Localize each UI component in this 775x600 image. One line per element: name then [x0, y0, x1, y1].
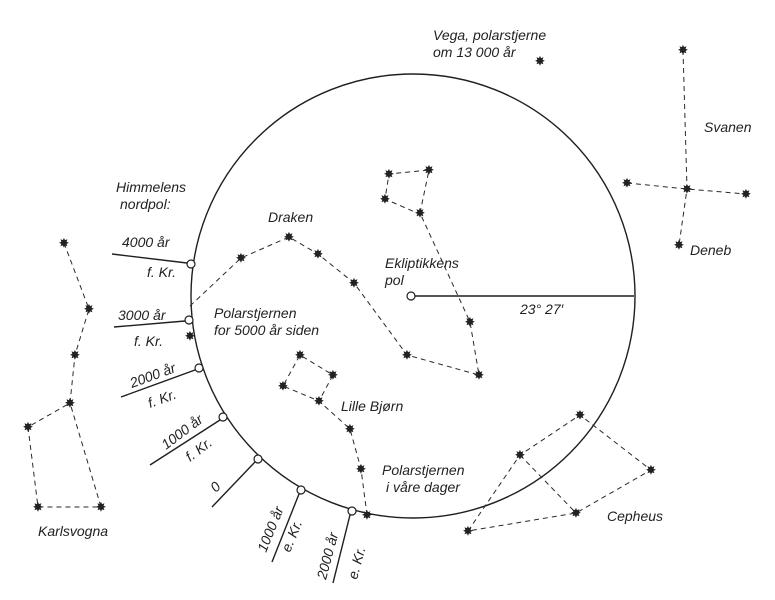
svanen-label: Svanen [704, 119, 752, 135]
polaris-past-label-2: for 5000 år siden [214, 322, 319, 338]
star-ursa-minor-4: ✸ [314, 394, 325, 409]
ursa-minor-lines [282, 354, 368, 516]
star-draco-10: ✸ [384, 167, 395, 182]
star-cepheus-5: ✸ [463, 524, 474, 539]
epoch-label-3000bc-2: f. Kr. [134, 333, 163, 349]
star-cepheus-4: ✸ [571, 506, 582, 521]
polaris-past-label: Polarstjernen [214, 305, 297, 321]
epoch-tick-1000ad [271, 493, 300, 563]
karlsvogna-label: Karlsvogna [38, 523, 108, 539]
star-cygnus-3: ✸ [622, 176, 633, 191]
epoch-tick-2000ad [332, 514, 351, 584]
epoch-label-4000bc: 4000 år [122, 234, 171, 250]
epoch-marker-3000bc [184, 315, 194, 325]
star-draco-11: ✸ [380, 192, 391, 207]
big-dipper-lines [27, 242, 102, 508]
cepheus-label: Cepheus [607, 508, 663, 524]
vega-label: Vega, polarstjerne [433, 27, 546, 43]
star-ursa-minor-3: ✸ [278, 379, 289, 394]
draco-lines [189, 169, 480, 376]
cygnus-lines-vertical [678, 49, 688, 246]
epoch-label-2000bc-2: f. Kr. [146, 386, 179, 411]
star-big-dipper-4: ✸ [65, 396, 76, 411]
obliquity-label: 23° 27′ [519, 301, 565, 317]
epoch-tick-1000bc [149, 419, 221, 466]
epoch-label-0: 0 [207, 478, 224, 495]
ecliptic-pole-label-2: pol [384, 272, 405, 288]
star-cygnus-4: ✸ [741, 187, 752, 202]
epoch-marker-2000bc [194, 363, 204, 373]
epoch-tick-0 [211, 461, 256, 508]
star-draco-3: ✸ [313, 247, 324, 262]
star-draco-7: ✸ [465, 315, 476, 330]
star-big-dipper-3: ✸ [70, 348, 81, 363]
star-big-dipper-2: ✸ [84, 302, 95, 317]
star-draco-1: ✸ [236, 251, 247, 266]
lille-bjorn-label: Lille Bjørn [341, 398, 403, 414]
epoch-tick-4000bc [111, 253, 188, 264]
star-draco-4: ✸ [349, 276, 360, 291]
star-ursa-minor-2: ✸ [328, 368, 339, 383]
epoch-label-2000ad: 2000 år [313, 529, 341, 581]
epoch-label-1000bc-2: f. Kr. [182, 434, 215, 464]
star-ursa-minor-5: ✸ [345, 422, 356, 437]
deneb-label: Deneb [690, 242, 731, 258]
star-big-dipper-7: ✸ [96, 500, 107, 515]
star-draco-5: ✸ [402, 348, 413, 363]
star-draco-8: ✸ [415, 206, 426, 221]
epoch-label-3000bc: 3000 år [118, 307, 167, 323]
star-cepheus-2: ✸ [515, 448, 526, 463]
epoch-marker-1000ad [296, 485, 306, 495]
polaris-now-label: Polarstjernen [382, 462, 465, 478]
star-cygnus-2: ✸ [682, 182, 693, 197]
precession-circle [190, 73, 636, 519]
polaris-now-label-2: i våre dager [386, 479, 461, 495]
north-pole-heading: Himmelens [116, 179, 186, 195]
star-polaris-now: ✸ [362, 508, 373, 523]
cygnus-lines-horizontal [626, 182, 747, 195]
star-cepheus-3: ✸ [646, 463, 657, 478]
cepheus-inner-line [519, 454, 577, 514]
star-ursa-minor-1: ✸ [295, 348, 306, 363]
star-big-dipper-5: ✸ [23, 420, 34, 435]
epoch-tick-3000bc [113, 320, 186, 328]
star-draco-6: ✸ [474, 368, 485, 383]
star-draco-9: ✸ [424, 163, 435, 178]
star-big-dipper-1: ✸ [59, 236, 70, 251]
epoch-label-4000bc-2: f. Kr. [147, 264, 176, 280]
star-draco-2: ✸ [284, 230, 295, 245]
star-cygnus-1: ✸ [678, 43, 689, 58]
epoch-marker-2000ad [347, 506, 357, 516]
star-vega: ✸ [535, 54, 546, 69]
star-ursa-minor-6: ✸ [356, 462, 367, 477]
star-big-dipper-6: ✸ [33, 500, 44, 515]
draken-label: Draken [268, 209, 313, 225]
epoch-marker-1000bc [218, 412, 228, 422]
epoch-tick-2000bc [120, 369, 196, 398]
star-group: ✸ ✸ ✸ ✸ ✸ ✸ ✸ ✸ ✸ ✸ ✸ ✸ ✸ ✸ ✸ ✸ ✸ ✸ ✸ ✸ … [23, 43, 752, 539]
ecliptic-pole-marker [406, 291, 416, 301]
epoch-label-1000ad-2: e. Kr. [278, 518, 305, 555]
ecliptic-pole-label: Ekliptikkens [385, 255, 459, 271]
star-deneb: ✸ [674, 238, 685, 253]
cepheus-outline [466, 414, 652, 532]
star-cepheus-1: ✸ [575, 408, 586, 423]
vega-label-2: om 13 000 år [433, 44, 517, 60]
epoch-marker-4000bc [186, 259, 196, 269]
epoch-label-2000ad-2: e. Kr. [344, 545, 368, 581]
epoch-marker-0 [253, 454, 263, 464]
north-pole-heading-2: nordpol: [120, 196, 171, 212]
star-polaris-past: ✸ [185, 329, 196, 344]
